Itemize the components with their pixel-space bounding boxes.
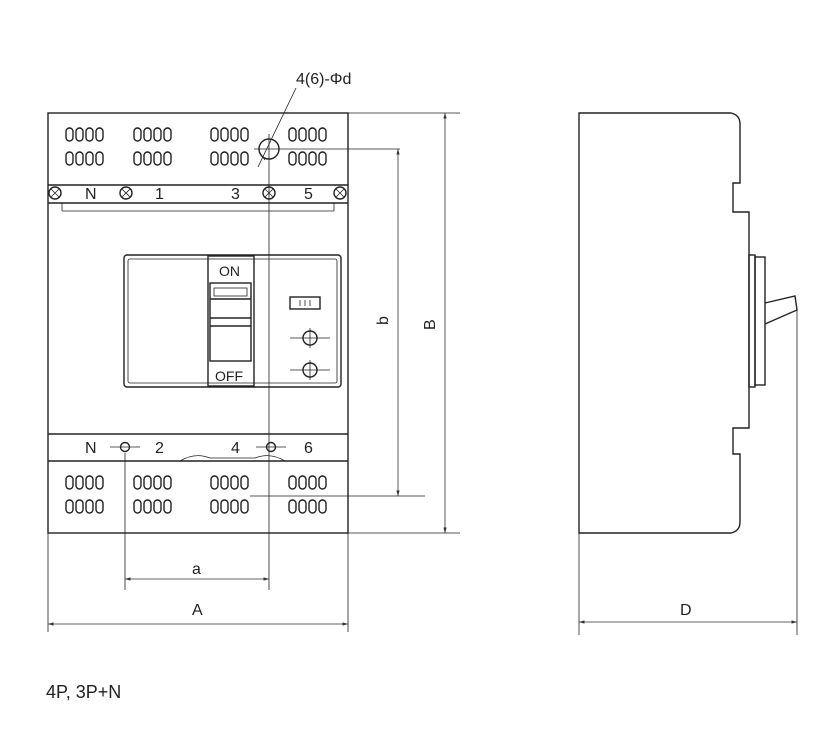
top-vents (65, 127, 327, 166)
vent-slot (153, 475, 162, 490)
vent-slot (220, 127, 229, 142)
vent-slot (318, 499, 327, 514)
vent-slot (298, 151, 307, 166)
vent-slot (133, 499, 142, 514)
vent-slot (85, 151, 94, 166)
vent-slot (75, 499, 84, 514)
bottom-terminal-markers (110, 441, 286, 453)
dimension-A-label: A (192, 602, 203, 619)
dimension-D-label: D (680, 602, 692, 619)
top-terminal-label-n: N (85, 186, 97, 203)
vent-slot (220, 475, 229, 490)
vent-slot (75, 127, 84, 142)
vent-slot (240, 475, 249, 490)
toggle-handle (209, 282, 252, 362)
dimension-b-label: b (375, 316, 392, 325)
test-button-icon (290, 360, 330, 380)
bottom-terminal-label-4: 4 (231, 440, 240, 457)
vent-slot (318, 151, 327, 166)
indicator-icon (289, 296, 321, 310)
side-handle (764, 295, 798, 325)
side-view: D (578, 112, 798, 635)
vent-slot (143, 127, 152, 142)
vent-slot (288, 151, 297, 166)
vent-slot (95, 151, 104, 166)
vent-slot (298, 127, 307, 142)
vent-slot (220, 151, 229, 166)
vent-slot (220, 499, 229, 514)
vent-slot (298, 475, 307, 490)
vent-slot (85, 475, 94, 490)
vent-slot (230, 127, 239, 142)
top-terminal-label-3: 3 (231, 186, 240, 203)
vent-slot (298, 499, 307, 514)
screw-icon (48, 186, 62, 200)
vent-slot (153, 151, 162, 166)
vent-slot (65, 127, 74, 142)
vent-slot (85, 499, 94, 514)
vent-slot (95, 475, 104, 490)
handle-off-label: OFF (215, 368, 243, 384)
vent-slot (75, 151, 84, 166)
vent-slot (318, 127, 327, 142)
bottom-terminal-label-2: 2 (155, 440, 164, 457)
handle-panel (123, 254, 342, 388)
vent-slot (133, 127, 142, 142)
vent-slot (65, 475, 74, 490)
front-body-outline (47, 112, 349, 534)
vent-slot (230, 499, 239, 514)
vent-slot (240, 499, 249, 514)
bottom-terminal-label-6: 6 (304, 440, 313, 457)
vent-slot (288, 127, 297, 142)
vent-slot (95, 499, 104, 514)
drawing-caption: 4P, 3P+N (46, 682, 122, 702)
vent-slot (240, 127, 249, 142)
vent-slot (210, 127, 219, 142)
screw-icon (333, 186, 347, 200)
vent-slot (75, 475, 84, 490)
vent-slot (288, 499, 297, 514)
vent-slot (65, 151, 74, 166)
vent-slot (240, 151, 249, 166)
vent-slot (210, 151, 219, 166)
vent-slot (318, 475, 327, 490)
vent-slot (308, 151, 317, 166)
vent-slot (308, 475, 317, 490)
vent-slot (163, 475, 172, 490)
vent-slot (210, 499, 219, 514)
top-terminal-label-5: 5 (304, 186, 313, 203)
handle-on-label: ON (219, 263, 240, 279)
vent-slot (230, 475, 239, 490)
front-view: N 1 3 5 N 2 4 6 4(6)-Φd ON OFF (47, 71, 460, 632)
top-terminal-label-1: 1 (155, 186, 164, 203)
vent-slot (133, 151, 142, 166)
screw-icon (119, 186, 133, 200)
vent-slot (230, 151, 239, 166)
vent-slot (65, 499, 74, 514)
hole-callout: 4(6)-Φd (296, 71, 351, 88)
dimension-a-label: a (192, 561, 201, 578)
vent-slot (143, 151, 152, 166)
handle-window (207, 255, 255, 387)
vent-slot (85, 127, 94, 142)
vent-slot (163, 151, 172, 166)
dimension-B-label: B (422, 319, 439, 330)
test-button-icon (290, 328, 330, 348)
vent-slot (308, 127, 317, 142)
vent-slot (163, 127, 172, 142)
vent-slot (133, 475, 142, 490)
vent-slot (143, 475, 152, 490)
vent-slot (163, 499, 172, 514)
bottom-vents (65, 475, 327, 514)
vent-slot (210, 475, 219, 490)
bottom-terminal-label-n: N (85, 440, 97, 457)
vent-slot (308, 499, 317, 514)
vent-slot (288, 475, 297, 490)
vent-slot (153, 127, 162, 142)
side-body-outline (578, 112, 750, 534)
vent-slot (143, 499, 152, 514)
vent-slot (153, 499, 162, 514)
vent-slot (95, 127, 104, 142)
